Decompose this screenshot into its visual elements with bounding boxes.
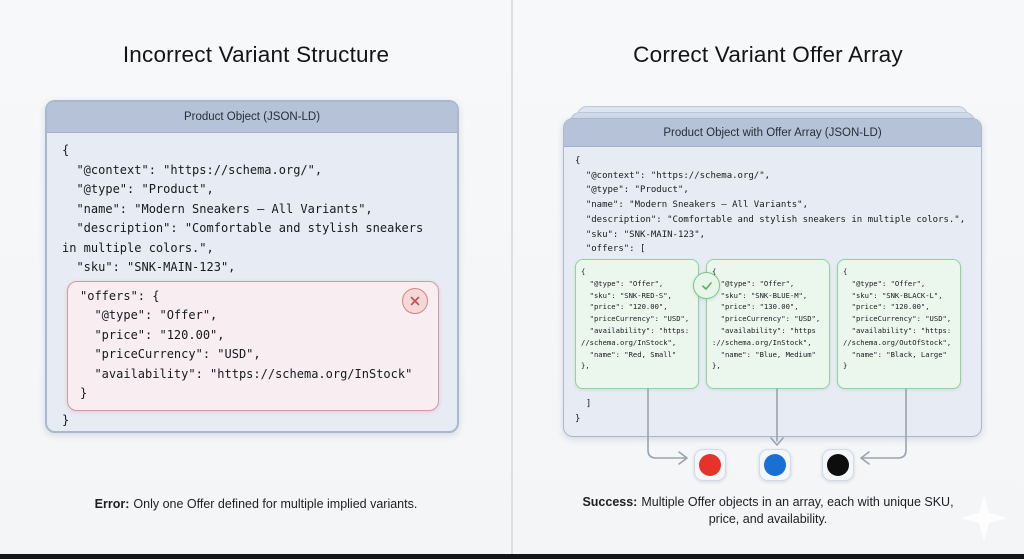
offer-red-json: { "@type": "Offer", "sku": "SNK-RED-S", … — [581, 266, 690, 371]
error-caption: Error:Only one Offer defined for multipl… — [0, 496, 512, 513]
right-panel-title: Correct Variant Offer Array — [633, 42, 903, 67]
offer-card-black-large: { "@type": "Offer", "sku": "SNK-BLACK-L"… — [837, 258, 961, 389]
left-json-code-intro: { "@context": "https://schema.org/", "@t… — [62, 143, 424, 274]
red-color-dot — [699, 454, 721, 476]
left-card-header: Product Object (JSON-LD) — [47, 102, 457, 133]
success-caption-text: Multiple Offer objects in an array, each… — [641, 495, 954, 526]
blue-color-dot — [764, 454, 786, 476]
right-json-code-intro: { "@context": "https://schema.org/", "@t… — [575, 156, 966, 255]
error-x-icon — [402, 287, 428, 314]
offer-black-json: { "@type": "Offer", "sku": "SNK-BLACK-L"… — [843, 266, 952, 371]
panel-divider — [511, 0, 513, 554]
bottom-edge-bar — [0, 554, 1024, 559]
offer-cards-row: { "@type": "Offer", "sku": "SNK-RED-S", … — [575, 258, 972, 389]
variant-swatch-black — [822, 449, 854, 481]
success-check-icon — [693, 272, 720, 299]
incorrect-offers-highlight-box: "offers": { "@type": "Offer", "price": "… — [67, 280, 439, 411]
variant-swatch-blue — [759, 449, 791, 481]
product-object-card: Product Object (JSON-LD) { "@context": "… — [45, 100, 459, 433]
left-json-code-outro: } — [62, 412, 70, 427]
right-json-code-outro: ] } — [575, 398, 592, 424]
product-offer-array-card: Product Object with Offer Array (JSON-LD… — [563, 118, 982, 437]
right-card-header: Product Object with Offer Array (JSON-LD… — [564, 119, 981, 147]
offer-card-red-small: { "@type": "Offer", "sku": "SNK-RED-S", … — [575, 258, 699, 389]
left-json-offers-block: "offers": { "@type": "Offer", "price": "… — [80, 288, 413, 401]
arrowhead-right-icon — [678, 451, 688, 465]
left-panel-title: Incorrect Variant Structure — [122, 42, 390, 67]
error-caption-label: Error: — [94, 497, 130, 511]
left-card-body: { "@context": "https://schema.org/", "@t… — [47, 133, 457, 430]
variant-swatch-red — [694, 449, 726, 481]
success-caption-label: Success: — [582, 495, 638, 509]
right-card-body: { "@context": "https://schema.org/", "@t… — [564, 147, 981, 426]
error-caption-text: Only one Offer defined for multiple impl… — [133, 497, 418, 511]
arrowhead-down-icon — [770, 437, 784, 446]
offer-blue-json: { "@type": "Offer", "sku": "SNK-BLUE-M",… — [712, 266, 821, 371]
success-caption: Success:Multiple Offer objects in an arr… — [568, 494, 968, 528]
offer-card-blue-medium: { "@type": "Offer", "sku": "SNK-BLUE-M",… — [706, 258, 830, 389]
black-color-dot — [827, 454, 849, 476]
arrowhead-left-icon — [860, 451, 870, 465]
